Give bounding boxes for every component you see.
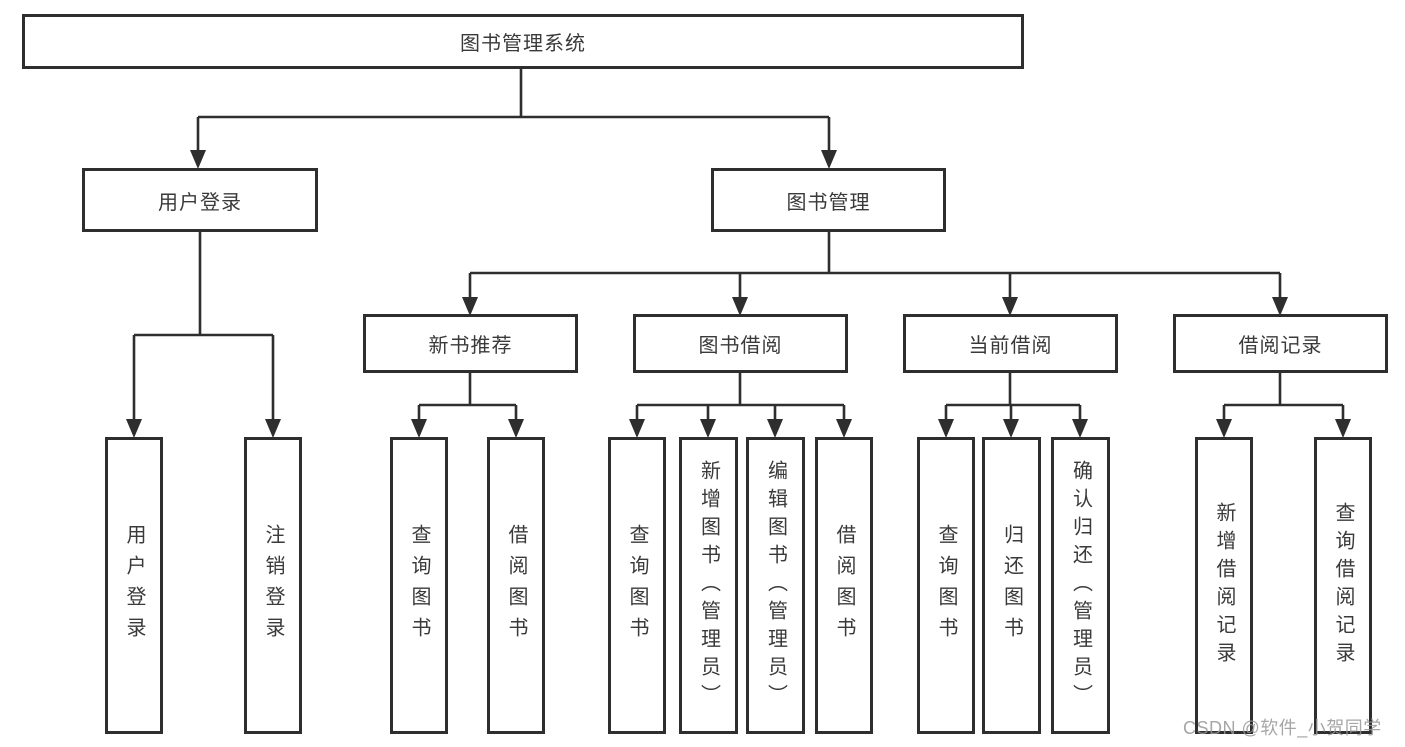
leaf-logout: 注销登录 <box>244 437 302 734</box>
connector-book-borrow-children <box>629 373 852 438</box>
connector-new-book-rec-children <box>411 373 524 438</box>
node-book-management: 图书管理 <box>711 168 946 232</box>
node-label: 图书借阅 <box>698 335 783 357</box>
node-book-borrowing: 图书借阅 <box>633 314 848 373</box>
node-label: 借阅图书 <box>505 523 527 648</box>
leaf-borrow-books-2: 借阅图书 <box>815 437 873 734</box>
node-label: 查询图书 <box>408 523 430 648</box>
node-label: 新增图书（管理员） <box>697 459 720 712</box>
node-new-book-recommendation: 新书推荐 <box>363 314 578 373</box>
leaf-query-books-3: 查询图书 <box>917 437 975 734</box>
leaf-add-borrow-record: 新增借阅记录 <box>1195 437 1253 734</box>
node-label: 借阅记录 <box>1238 335 1323 357</box>
node-label: 借阅图书 <box>833 523 855 648</box>
node-label: 归还图书 <box>1000 523 1023 648</box>
leaf-user-login: 用户登录 <box>105 437 163 734</box>
node-label: 当前借阅 <box>968 335 1053 357</box>
connector-borrow-record-children <box>1216 373 1351 438</box>
node-label: 注销登录 <box>262 523 284 648</box>
leaf-query-books-1: 查询图书 <box>390 437 448 734</box>
leaf-confirm-return-admin: 确认归还（管理员） <box>1051 437 1110 734</box>
node-label: 确认归还（管理员） <box>1069 459 1092 712</box>
node-borrowing-records: 借阅记录 <box>1173 314 1388 373</box>
node-label: 图书管理系统 <box>460 33 586 55</box>
connector-user-login-children <box>126 232 281 438</box>
leaf-edit-books-admin: 编辑图书（管理员） <box>746 437 805 734</box>
leaf-return-books: 归还图书 <box>982 437 1041 734</box>
leaf-add-books-admin: 新增图书（管理员） <box>679 437 738 734</box>
connector-book-mgmt-children <box>462 232 1288 316</box>
node-label: 用户登录 <box>123 523 145 648</box>
node-label: 查询图书 <box>935 523 957 648</box>
leaf-query-borrow-record: 查询借阅记录 <box>1314 437 1372 734</box>
node-label: 查询借阅记录 <box>1332 501 1354 670</box>
leaf-borrow-books-1: 借阅图书 <box>487 437 545 734</box>
node-label: 查询图书 <box>626 523 648 648</box>
node-current-borrowing: 当前借阅 <box>903 314 1118 373</box>
node-label: 用户登录 <box>158 191 242 214</box>
node-label: 新书推荐 <box>428 335 513 357</box>
node-label: 新增借阅记录 <box>1213 501 1235 670</box>
csdn-watermark: CSDN @软件_小贺同学 <box>1183 718 1382 738</box>
leaf-query-books-2: 查询图书 <box>608 437 666 734</box>
node-label: 编辑图书（管理员） <box>764 459 787 712</box>
connector-current-borrow-children <box>938 373 1088 438</box>
node-user-login: 用户登录 <box>82 168 318 232</box>
node-root-library-management-system: 图书管理系统 <box>22 14 1024 69</box>
node-label: 图书管理 <box>786 191 871 214</box>
connector-root-to-level2 <box>190 69 837 169</box>
